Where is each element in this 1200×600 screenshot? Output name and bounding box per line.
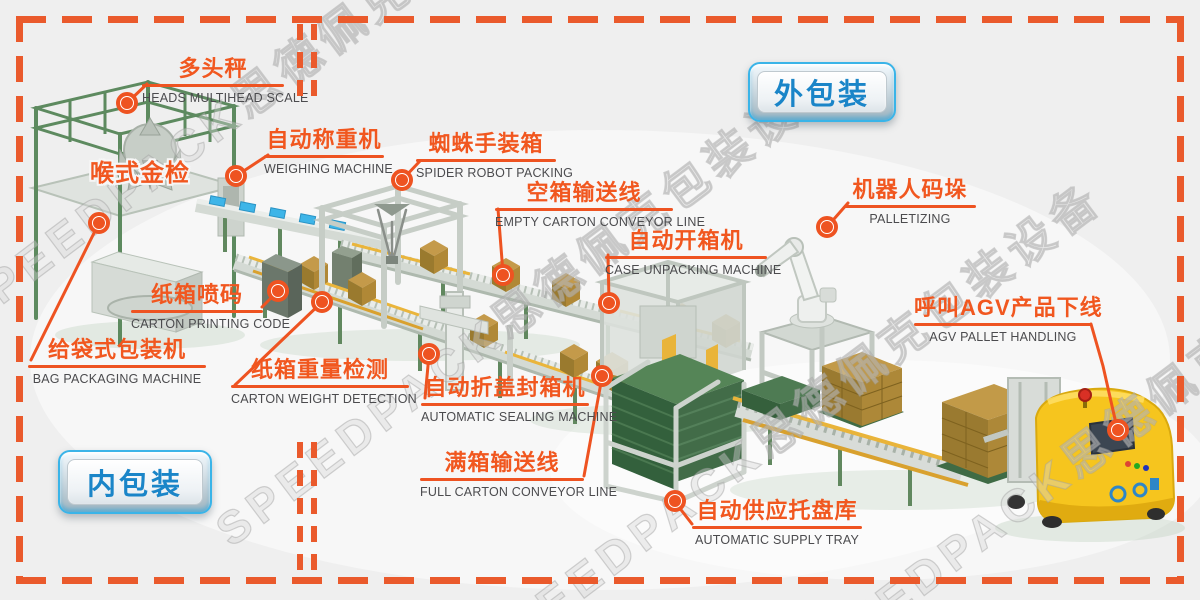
pallet-conveyor-graphic — [732, 376, 969, 506]
label-bag-packaging: 给袋式包装机 BAG PACKAGING MACHINE — [28, 337, 206, 387]
dot-weighing-machine — [225, 165, 247, 187]
label-spider-robot: 蜘蛛手装箱 SPIDER ROBOT PACKING — [416, 131, 574, 181]
label-zh: 空箱输送线 — [526, 180, 642, 205]
label-multihead-scale: 多头秤 HEADS MULTIHEAD SCALE — [142, 56, 309, 106]
section-divider-top-b — [311, 24, 317, 96]
label-underline — [844, 205, 976, 209]
label-en: CARTON PRINTING CODE — [131, 317, 291, 332]
label-zh: 自动折盖封箱机 — [424, 375, 586, 400]
dot-full-carton — [591, 365, 613, 387]
section-divider-bottom-b — [311, 442, 317, 578]
label-sealing-machine: 自动折盖封箱机 AUTOMATIC SEALING MACHINE — [421, 375, 618, 425]
label-en: SPIDER ROBOT PACKING — [416, 166, 574, 181]
label-en: CARTON WEIGHT DETECTION — [231, 392, 417, 407]
label-underline — [264, 155, 384, 159]
agv-graphic — [983, 377, 1176, 528]
label-zh: 自动开箱机 — [628, 228, 744, 253]
dot-palletizing — [816, 216, 838, 238]
label-carton-printing: 纸箱喷码 CARTON PRINTING CODE — [131, 282, 291, 332]
full-carton-conveyor-graphic — [232, 253, 643, 424]
label-palletizing: 机器人码垛 PALLETIZING — [844, 177, 976, 227]
dot-bag-packaging — [88, 212, 110, 234]
section-divider-top-a — [297, 24, 303, 96]
label-underline — [914, 323, 1092, 327]
label-underline — [142, 84, 284, 88]
dot-supply-tray — [664, 490, 686, 512]
label-metal-detector: 喉式金检 — [90, 160, 190, 187]
label-zh: 满箱输送线 — [444, 450, 560, 475]
label-en: FULL CARTON CONVEYOR LINE — [420, 485, 618, 500]
label-underline — [692, 526, 862, 530]
label-en: AGV PALLET HANDLING — [929, 330, 1077, 345]
section-divider-bottom-a — [297, 442, 303, 578]
label-full-carton: 满箱输送线 FULL CARTON CONVEYOR LINE — [420, 450, 618, 500]
label-underline — [420, 478, 584, 482]
label-en: HEADS MULTIHEAD SCALE — [142, 91, 309, 106]
label-en: WEIGHING MACHINE — [264, 162, 393, 177]
label-en: BAG PACKAGING MACHINE — [32, 372, 202, 387]
bag-packaging-machine-graphic — [28, 80, 245, 347]
label-zh: 多头秤 — [178, 56, 248, 81]
label-zh: 自动供应托盘库 — [696, 498, 858, 523]
label-en: AUTOMATIC SUPPLY TRAY — [695, 533, 859, 548]
badge-inner-packaging: 内包装 — [58, 450, 212, 514]
badge-outer-label: 外包装 — [773, 79, 870, 111]
label-zh: 蜘蛛手装箱 — [428, 131, 544, 156]
badge-inner-label: 内包装 — [86, 469, 183, 501]
label-agv: 呼叫AGV产品下线 AGV PALLET HANDLING — [914, 295, 1103, 345]
label-underline — [605, 256, 767, 260]
label-zh: 机器人码垛 — [852, 177, 968, 202]
dot-sealing-machine — [418, 343, 440, 365]
label-zh: 给袋式包装机 — [47, 337, 186, 362]
label-underline — [28, 365, 206, 369]
label-underline — [495, 208, 673, 212]
dot-agv — [1107, 419, 1129, 441]
dot-carton-weight — [311, 291, 333, 313]
sealing-machine-graphic — [419, 291, 513, 391]
supply-tray-graphic — [603, 354, 747, 505]
badge-panel: 内包装 — [67, 459, 203, 505]
label-zh: 纸箱喷码 — [150, 282, 243, 307]
dot-empty-carton — [492, 264, 514, 286]
label-zh: 自动称重机 — [266, 127, 382, 152]
dot-carton-printing — [267, 280, 289, 302]
badge-panel: 外包装 — [757, 71, 887, 113]
label-weighing-machine: 自动称重机 WEIGHING MACHINE — [264, 127, 393, 177]
dot-spider-robot — [391, 169, 413, 191]
pallet-load-1 — [818, 352, 904, 428]
badge-outer-packaging: 外包装 — [748, 62, 896, 122]
label-en: PALLETIZING — [869, 212, 951, 227]
label-supply-tray: 自动供应托盘库 AUTOMATIC SUPPLY TRAY — [692, 498, 862, 548]
dot-multihead-scale — [116, 92, 138, 114]
label-carton-weight: 纸箱重量检测 CARTON WEIGHT DETECTION — [231, 357, 417, 407]
label-zh: 纸箱重量检测 — [250, 357, 389, 382]
label-zh: 呼叫AGV产品下线 — [914, 295, 1103, 320]
label-case-unpacking: 自动开箱机 CASE UNPACKING MACHINE — [605, 228, 782, 278]
dot-case-unpacking — [598, 292, 620, 314]
label-underline — [416, 159, 556, 163]
label-en: AUTOMATIC SEALING MACHINE — [421, 410, 618, 425]
label-en: EMPTY CARTON CONVEYOR LINE — [495, 215, 706, 230]
label-empty-carton: 空箱输送线 EMPTY CARTON CONVEYOR LINE — [495, 180, 706, 230]
label-underline — [231, 385, 409, 389]
label-en: CASE UNPACKING MACHINE — [605, 263, 782, 278]
label-underline — [131, 310, 263, 314]
label-underline — [421, 403, 589, 407]
